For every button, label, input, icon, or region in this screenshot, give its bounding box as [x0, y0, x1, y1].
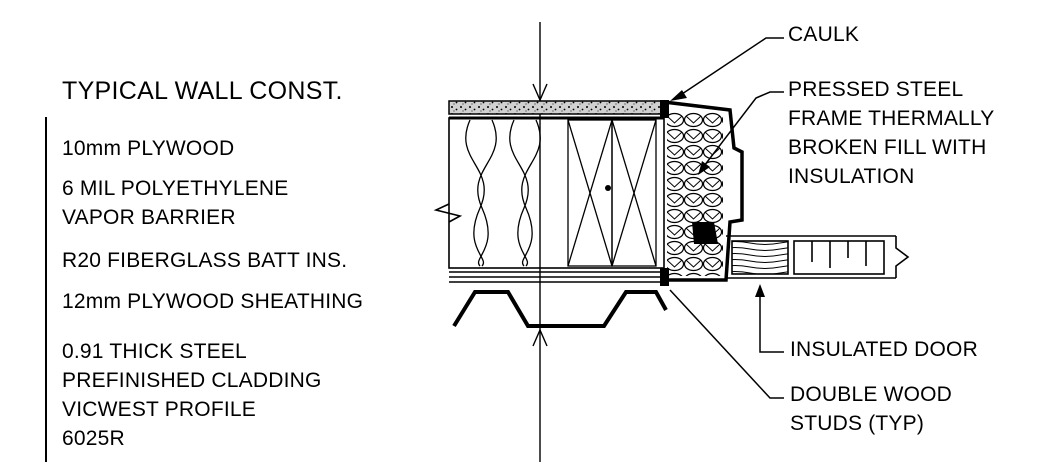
dimension-arrow-bottom	[532, 328, 548, 347]
double-wood-studs	[567, 119, 657, 267]
callout-frame-line1: PRESSED STEEL	[788, 78, 964, 101]
wall-break-line	[433, 203, 463, 223]
callout-frame-line2: FRAME THERMALLY	[788, 107, 995, 130]
caulk-bead-bottom	[660, 268, 669, 286]
callout-insulated-door: INSULATED DOOR	[790, 338, 978, 361]
wall-layer-cladding-line1: 0.91 THICK STEEL	[62, 340, 247, 363]
diagram-title: TYPICAL WALL CONST.	[62, 77, 343, 105]
leader-arrow-frame	[698, 161, 710, 175]
wall-layer-vapor-barrier-line2: VAPOR BARRIER	[62, 206, 236, 229]
wall-layer-cladding-line2: PREFINISHED CLADDING	[62, 369, 322, 392]
callout-leaders	[669, 37, 784, 399]
wall-layer-fiberglass-batt: R20 FIBERGLASS BATT INS.	[62, 249, 348, 272]
plywood-10mm-layer	[448, 100, 665, 115]
dimension-arrow-top	[532, 83, 548, 102]
wall-layer-vapor-barrier-line1: 6 MIL POLYETHYLENE	[62, 177, 289, 200]
callout-studs-line1: DOUBLE WOOD	[790, 383, 953, 406]
stud-fastener	[605, 185, 611, 191]
callout-caulk: CAULK	[788, 23, 860, 46]
wall-layer-plywood-10mm: 10mm PLYWOOD	[62, 137, 235, 160]
leader-arrow-door	[755, 284, 765, 297]
leader-arrow-caulk	[670, 90, 687, 101]
plywood-sheathing-layer	[449, 271, 664, 283]
wall-layer-cladding-line4: 6025R	[62, 427, 125, 450]
callout-frame-line4: INSULATION	[788, 165, 915, 188]
fiberglass-batt-hatch	[465, 119, 541, 267]
steel-cladding-profile	[452, 290, 668, 328]
wall-layer-cladding-line3: VICWEST PROFILE	[62, 398, 256, 421]
callout-frame-line3: BROKEN FILL WITH	[788, 136, 987, 159]
insulated-door-section	[726, 235, 910, 279]
wall-layer-plywood-sheathing: 12mm PLYWOOD SHEATHING	[62, 290, 364, 313]
callout-studs-line2: STUDS (TYP)	[790, 412, 925, 435]
caulk-bead-top	[660, 100, 669, 118]
door-stop-gasket	[692, 222, 718, 244]
stud-cavity-outline	[448, 117, 665, 269]
frame-insulation-fill	[667, 112, 723, 276]
pressed-steel-frame	[663, 100, 744, 282]
